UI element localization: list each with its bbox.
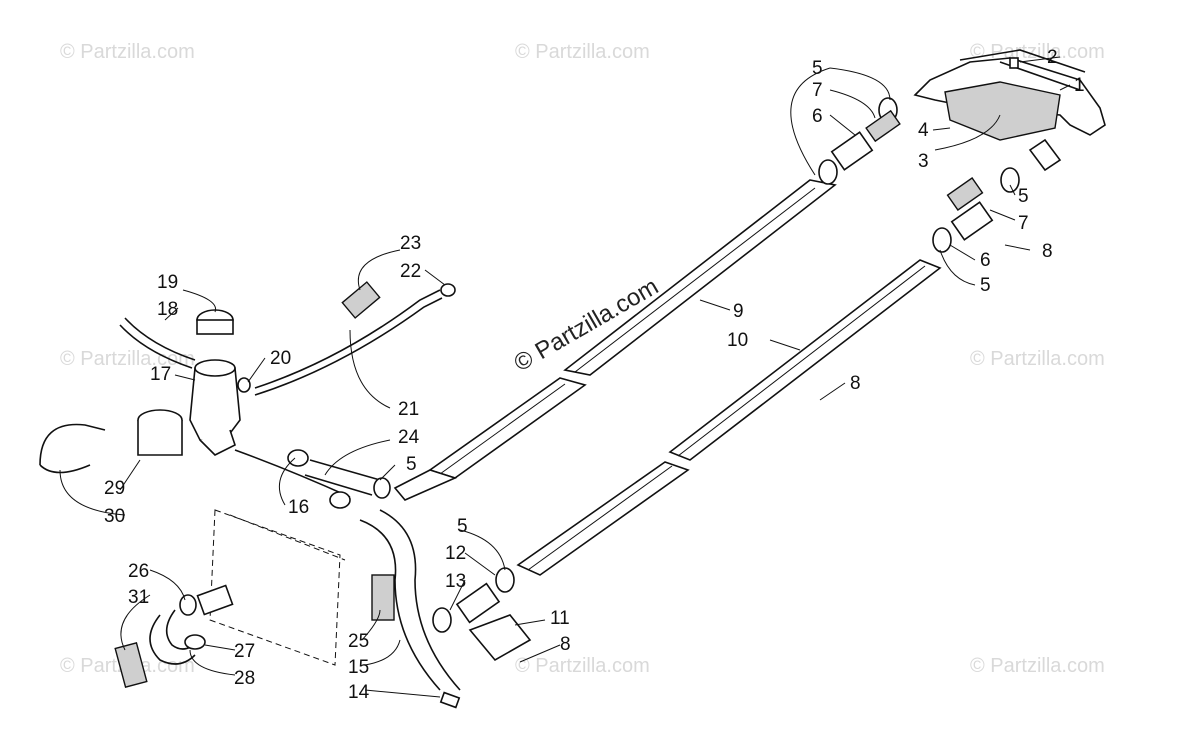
- callout-labels: 2 1 4 3 5 7 6 5 7 8 6 5 9 10 8 23 22 19 …: [104, 47, 1085, 703]
- coolant-reservoir: [39, 309, 241, 474]
- callout-11: 11: [550, 608, 570, 629]
- callout-15: 15: [348, 657, 369, 678]
- callout-21: 21: [398, 399, 419, 420]
- callout-17: 17: [150, 364, 171, 385]
- callout-13: 13: [445, 571, 466, 592]
- callout-7: 7: [1018, 213, 1029, 234]
- callout-6: 6: [812, 106, 823, 127]
- callout-24: 24: [398, 427, 420, 448]
- callout-7: 7: [812, 80, 823, 101]
- watermark-text: © Partzilla.com: [970, 41, 1105, 63]
- watermarks: © Partzilla.com © Partzilla.com © Partzi…: [60, 41, 1105, 677]
- callout-25: 25: [348, 631, 369, 652]
- callout-4: 4: [918, 120, 929, 141]
- lower-cooler-tube: [516, 259, 942, 576]
- callout-23: 23: [400, 233, 421, 254]
- coolant-hoses: [119, 289, 461, 691]
- front-heat-exchanger: [913, 49, 1106, 172]
- callout-6: 6: [980, 250, 991, 271]
- callout-10: 10: [727, 330, 748, 351]
- callout-8: 8: [560, 634, 571, 655]
- upper-right-couplers: [818, 97, 1020, 253]
- callout-5: 5: [406, 454, 417, 475]
- springs: [114, 281, 395, 689]
- callout-28: 28: [234, 668, 255, 689]
- watermark-text: © Partzilla.com: [60, 348, 195, 370]
- callout-20: 20: [270, 348, 291, 369]
- callout-26: 26: [128, 561, 149, 582]
- lower-fittings: [179, 283, 532, 709]
- callout-1: 1: [1074, 75, 1085, 96]
- callout-5: 5: [980, 275, 991, 296]
- callout-5: 5: [1018, 186, 1029, 207]
- radiator-frame: [209, 509, 346, 666]
- callout-29: 29: [104, 478, 125, 499]
- callout-2: 2: [1047, 47, 1058, 68]
- callout-12: 12: [445, 543, 466, 564]
- watermark-text: © Partzilla.com: [515, 655, 650, 677]
- callout-8: 8: [1042, 241, 1053, 262]
- callout-3: 3: [918, 151, 929, 172]
- callout-30: 30: [104, 506, 125, 527]
- callout-5: 5: [457, 516, 468, 537]
- callout-31: 31: [128, 587, 149, 608]
- watermark-text: © Partzilla.com: [970, 655, 1105, 677]
- callout-22: 22: [400, 261, 421, 282]
- callout-8: 8: [850, 373, 861, 394]
- callout-14: 14: [348, 682, 370, 703]
- upper-cooler-tube: [393, 179, 837, 501]
- callout-27: 27: [234, 641, 255, 662]
- callout-19: 19: [157, 272, 178, 293]
- callout-5: 5: [812, 58, 823, 79]
- leader-lines: [59, 56, 1071, 698]
- watermark-text: © Partzilla.com: [970, 348, 1105, 370]
- watermark-text: © Partzilla.com: [515, 41, 650, 63]
- watermark-text: © Partzilla.com: [60, 41, 195, 63]
- callout-16: 16: [288, 497, 309, 518]
- callout-9: 9: [733, 301, 744, 322]
- callout-18: 18: [157, 299, 178, 320]
